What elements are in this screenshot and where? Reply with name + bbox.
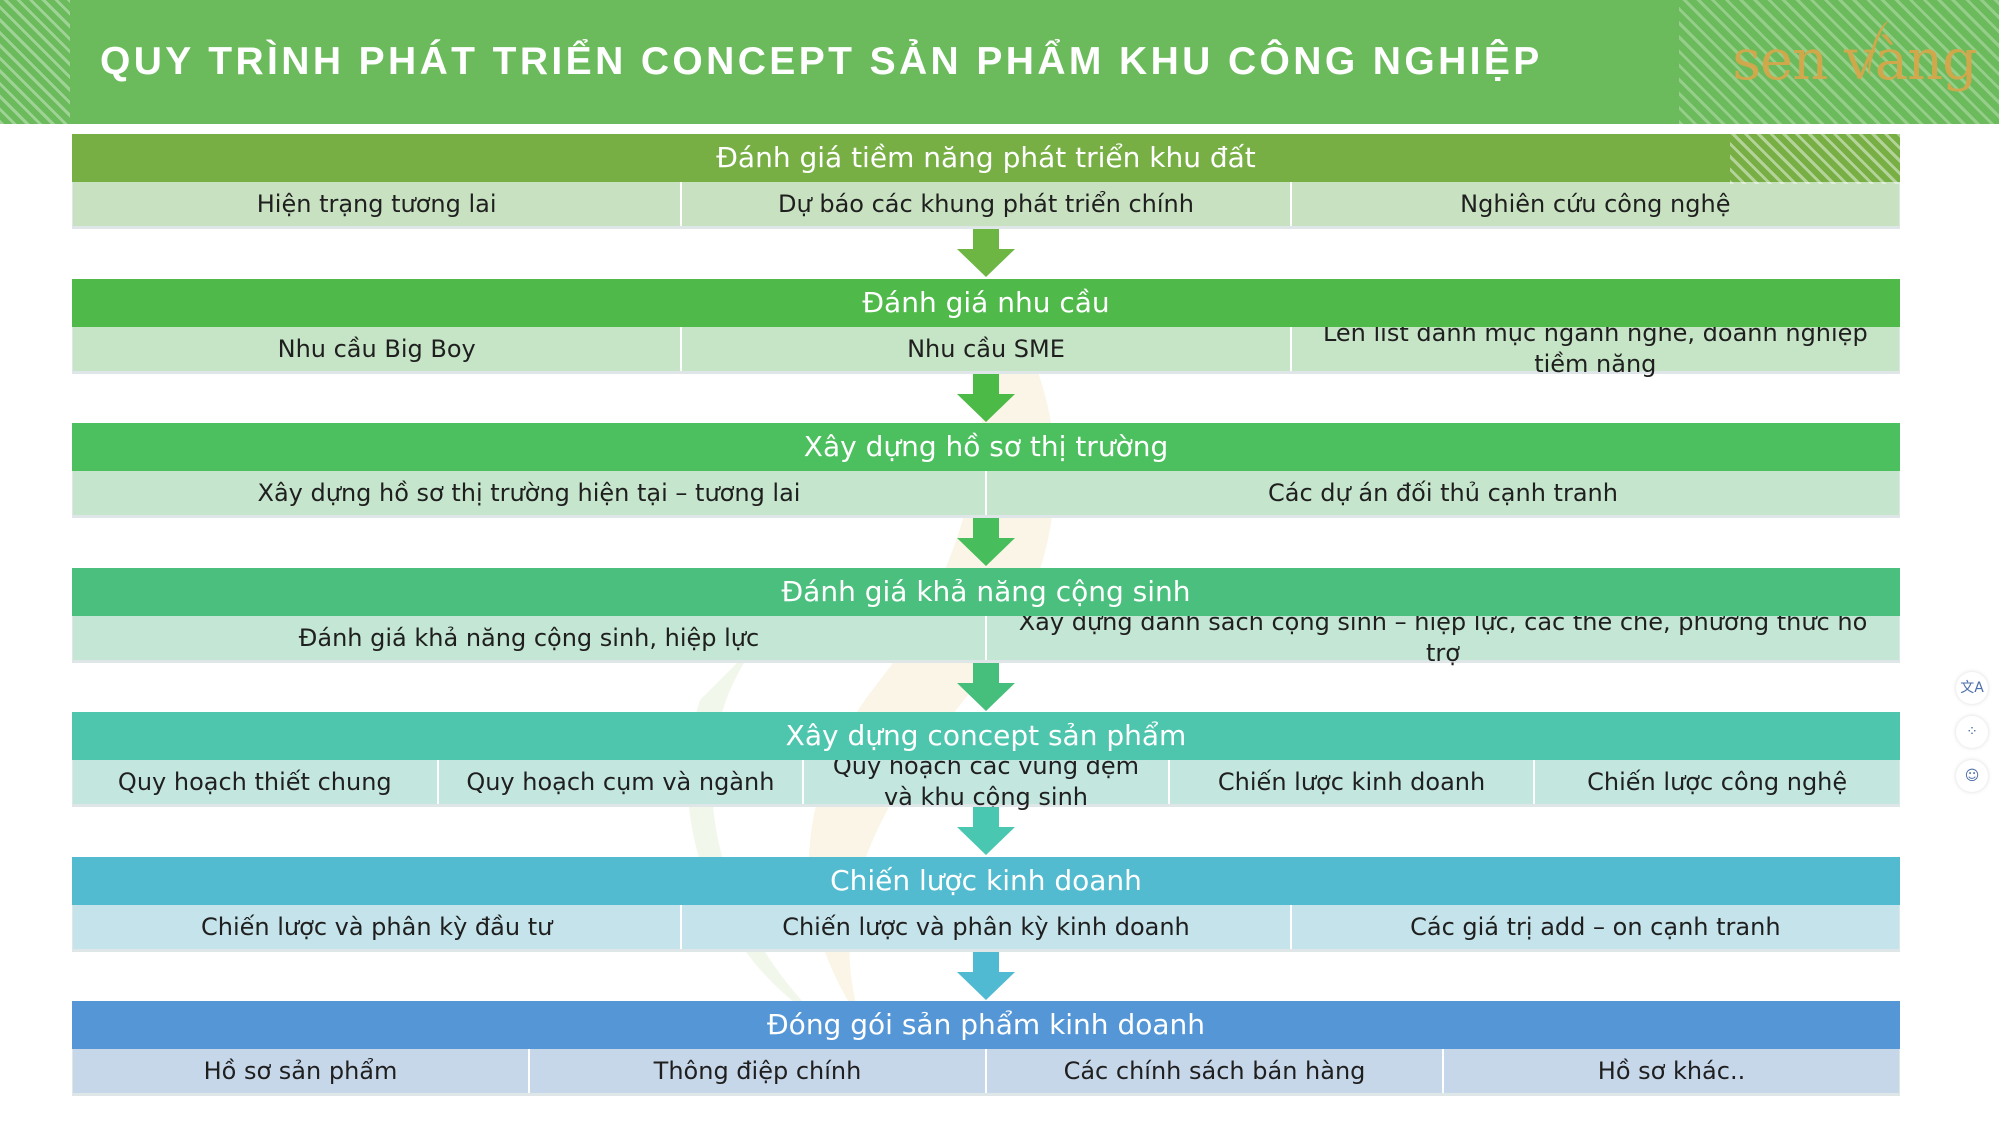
stage-title: Đánh giá tiềm năng phát triển khu đất bbox=[72, 134, 1900, 182]
stage-substeps: Xây dựng hồ sơ thị trường hiện tại – tươ… bbox=[72, 471, 1900, 518]
stage-substep: Hiện trạng tương lai bbox=[73, 182, 683, 226]
page-title: QUY TRÌNH PHÁT TRIỂN CONCEPT SẢN PHẨM KH… bbox=[100, 40, 1543, 83]
header-banner: QUY TRÌNH PHÁT TRIỂN CONCEPT SẢN PHẨM KH… bbox=[0, 0, 1999, 124]
logo-text: sen vàng bbox=[1732, 28, 1978, 93]
stage-substep: Chiến lược công nghệ bbox=[1587, 767, 1848, 796]
stage-title: Xây dựng concept sản phẩm bbox=[72, 712, 1900, 760]
stage-substep: Thông điệp chính bbox=[530, 1049, 987, 1093]
stage-substep: Chiến lược và phân kỳ kinh doanh bbox=[682, 905, 1292, 949]
stage-substep: Nghiên cứu công nghệ bbox=[1460, 189, 1731, 218]
assistant-icon[interactable]: ☺ bbox=[1956, 760, 1988, 792]
stage-title: Đóng gói sản phẩm kinh doanh bbox=[72, 1001, 1900, 1049]
stage-substep: Quy hoạch thiết chung bbox=[73, 760, 439, 804]
side-toolbar: 文A ⁘ ☺ bbox=[1956, 672, 1996, 804]
translate-icon[interactable]: 文A bbox=[1956, 672, 1988, 704]
down-arrow-icon bbox=[957, 663, 1015, 711]
stage-title: Chiến lược kinh doanh bbox=[72, 857, 1900, 905]
stage-substep: Lên list danh mục ngành nghề, doanh nghi… bbox=[1322, 319, 1868, 378]
stage-title: Đánh giá khả năng cộng sinh bbox=[72, 568, 1900, 616]
apps-icon[interactable]: ⁘ bbox=[1956, 716, 1988, 748]
header-hatch-decoration bbox=[0, 0, 70, 124]
stage-substep: Quy hoạch các vùng đệm và khu cộng sinh bbox=[804, 752, 1170, 811]
watermark-logo-icon bbox=[687, 280, 1055, 1020]
stage-substeps: Đánh giá khả năng cộng sinh, hiệp lực Xây… bbox=[72, 608, 1900, 667]
down-arrow-icon bbox=[957, 952, 1015, 1000]
stage-substep: Xây dựng danh sách cộng sinh – hiệp lực,… bbox=[1018, 608, 1868, 667]
down-arrow-icon bbox=[957, 374, 1015, 422]
down-arrow-icon bbox=[957, 518, 1015, 566]
stage-substep: Đánh giá khả năng cộng sinh, hiệp lực bbox=[73, 616, 987, 660]
header-hatch-decoration-right bbox=[1679, 0, 1999, 124]
stage-substep: Nhu cầu SME bbox=[682, 327, 1292, 371]
stage-substep: Chiến lược kinh doanh bbox=[1170, 760, 1536, 804]
brand-logo: sen vàng bbox=[1717, 16, 1978, 106]
stage-substep: Các dự án đối thủ cạnh tranh bbox=[1268, 478, 1618, 507]
stage-substep: Các giá trị add – on cạnh tranh bbox=[1410, 912, 1781, 941]
stage-substep: Các chính sách bán hàng bbox=[987, 1049, 1444, 1093]
down-arrow-icon bbox=[957, 229, 1015, 277]
stage-hatch-decoration bbox=[1730, 134, 1900, 184]
stage-substep: Dự báo các khung phát triển chính bbox=[682, 182, 1292, 226]
stage-substep: Nhu cầu Big Boy bbox=[73, 327, 683, 371]
stage-substep: Hồ sơ sản phẩm bbox=[73, 1049, 530, 1093]
stage-substep: Hồ sơ khác.. bbox=[1597, 1056, 1746, 1085]
stage-substep: Chiến lược và phân kỳ đầu tư bbox=[73, 905, 683, 949]
stage-substep: Xây dựng hồ sơ thị trường hiện tại – tươ… bbox=[73, 471, 987, 515]
stage-title: Xây dựng hồ sơ thị trường bbox=[72, 423, 1900, 471]
stage-title: Đánh giá nhu cầu bbox=[72, 279, 1900, 327]
down-arrow-icon bbox=[957, 807, 1015, 855]
stage-substep: Quy hoạch cụm và ngành bbox=[439, 760, 805, 804]
